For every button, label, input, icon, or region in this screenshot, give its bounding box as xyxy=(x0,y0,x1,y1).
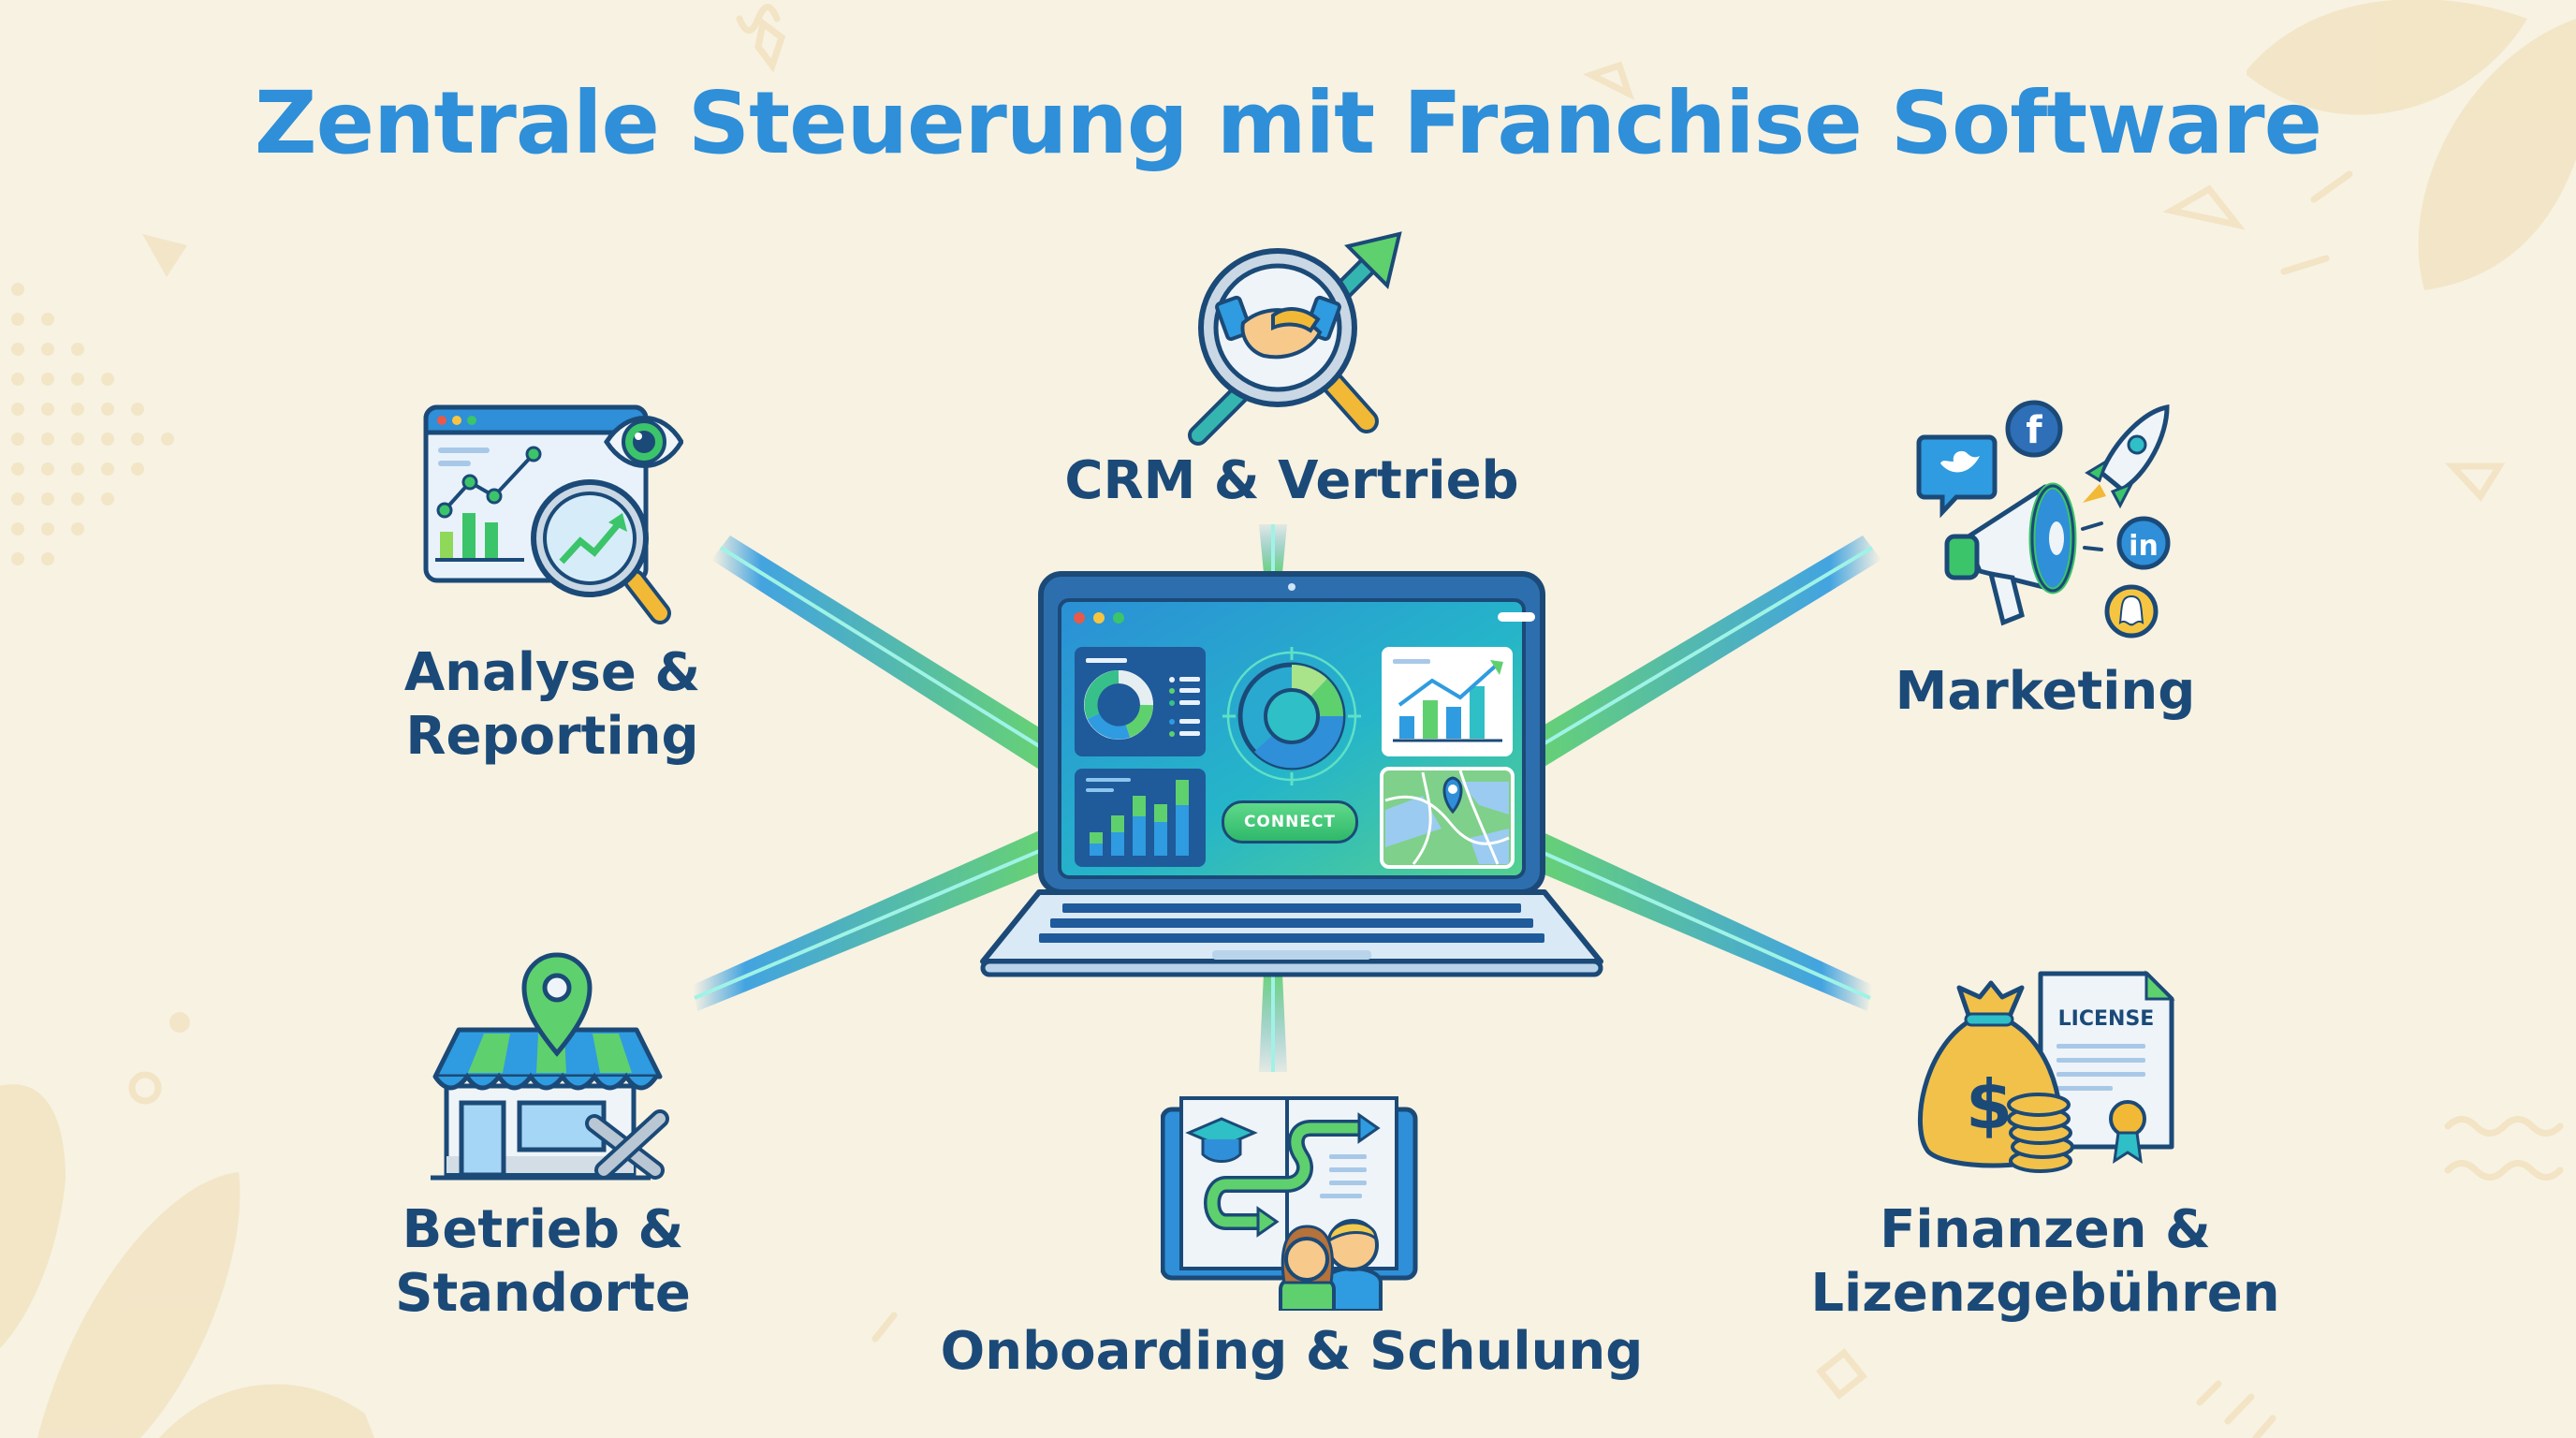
twitter-icon xyxy=(1916,434,1998,519)
person-woman xyxy=(1279,1225,1336,1311)
laptop-dashboard: CONNECT xyxy=(973,566,1610,988)
page-title: Zentrale Steuerung mit Franchise Softwar… xyxy=(254,73,2322,173)
megaphone-social-rocket-icon: f in xyxy=(1916,400,2171,638)
window-min-dot xyxy=(1093,612,1105,624)
moneybag-coins-license-icon: LICENSE $ xyxy=(1917,970,2175,1173)
node-onboarding: Onboarding & Schulung xyxy=(941,1091,1643,1382)
node-analytics: Analyse & Reporting xyxy=(404,403,700,767)
map-panel xyxy=(1380,767,1515,869)
node-marketing: f in Marketing xyxy=(1895,398,2195,722)
location-pin-icon xyxy=(521,952,593,1057)
node-finance: LICENSE $ Finanzen & Lizenzgebühren xyxy=(1810,969,2280,1324)
bar-chart-panel xyxy=(1075,769,1206,867)
keyboard xyxy=(1039,903,1544,943)
donut-chart-panel xyxy=(1075,647,1206,756)
linkedin-icon: in xyxy=(2116,516,2171,570)
svg-text:$: $ xyxy=(1966,1065,2012,1144)
megaphone-icon xyxy=(1944,482,2103,626)
beam-finance xyxy=(1535,829,1872,1011)
store-pin-tools-icon xyxy=(431,952,669,1181)
book-path-people-icon xyxy=(1161,1096,1418,1311)
node-label-analytics: Analyse & Reporting xyxy=(403,642,701,767)
node-label-finance: Finanzen & Lizenzgebühren xyxy=(1810,1199,2280,1324)
connect-button[interactable]: CONNECT xyxy=(1222,800,1358,844)
dot-pattern xyxy=(11,283,174,565)
facebook-icon: f xyxy=(2005,400,2063,458)
window-close-dot xyxy=(1074,612,1085,624)
node-label-marketing: Marketing xyxy=(1895,661,2196,722)
wrench-icon xyxy=(585,1109,669,1180)
graduation-cap-icon xyxy=(1185,1117,1258,1163)
beam-operations xyxy=(693,829,1044,1011)
node-label-onboarding: Onboarding & Schulung xyxy=(940,1321,1644,1382)
rocket-icon xyxy=(2083,404,2170,509)
node-operations: Betrieb & Standorte xyxy=(395,936,691,1324)
node-crm: CRM & Vertrieb xyxy=(1064,229,1519,511)
person-man xyxy=(1323,1219,1383,1311)
license-document-icon: LICENSE xyxy=(2038,970,2175,1165)
svg-text:f: f xyxy=(2026,409,2042,452)
trend-chart-panel xyxy=(1382,647,1513,756)
svg-text:LICENSE: LICENSE xyxy=(2058,1007,2155,1031)
target-gauge xyxy=(1222,647,1361,785)
window-max-dot xyxy=(1113,612,1124,624)
node-label-operations: Betrieb & Standorte xyxy=(395,1199,691,1324)
svg-text:in: in xyxy=(2129,530,2159,563)
snapchat-icon xyxy=(2104,584,2159,638)
handshake-magnifier-arrow-icon xyxy=(1188,231,1402,446)
node-label-crm: CRM & Vertrieb xyxy=(1064,450,1519,511)
dashboard-eye-magnifier-icon xyxy=(423,404,683,624)
coin-stack-icon xyxy=(2007,1093,2074,1173)
